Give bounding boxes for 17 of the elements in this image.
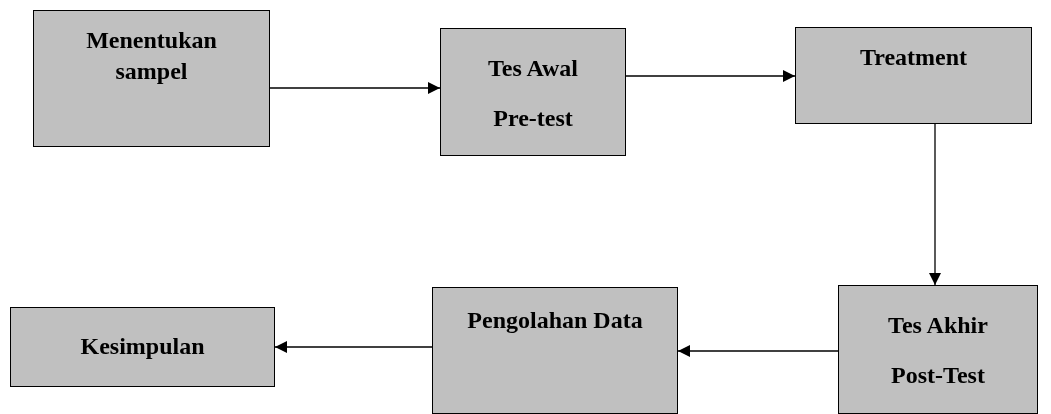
box-label: Tes Akhir Post-Test: [887, 311, 989, 391]
box-label: Menentukan sampel: [85, 26, 218, 87]
process-box: [440, 28, 626, 156]
process-box: [10, 307, 275, 387]
process-box: [432, 287, 678, 414]
process-box: [795, 27, 1032, 124]
arrow: [625, 70, 796, 82]
box-label: Pengolahan Data: [467, 306, 643, 335]
box-label: Tes Awal Pre-test: [487, 54, 579, 134]
box-label: Treatment: [859, 43, 968, 72]
arrow: [677, 345, 839, 357]
arrow: [274, 341, 433, 353]
box-label: Kesimpulan: [80, 332, 205, 362]
arrow: [929, 123, 941, 286]
process-box: [33, 10, 270, 147]
arrow: [269, 82, 441, 94]
process-box: [838, 285, 1038, 414]
